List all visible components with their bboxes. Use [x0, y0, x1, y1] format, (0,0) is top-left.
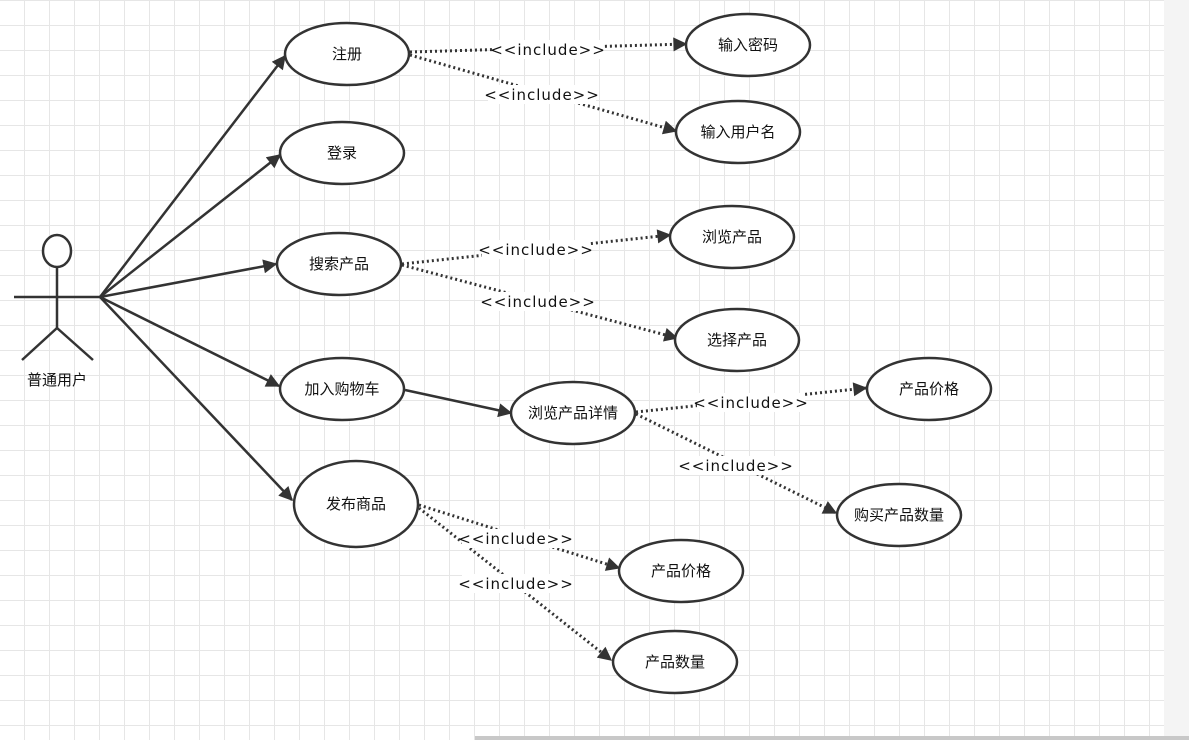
usecase-register[interactable]: 注册	[283, 21, 411, 87]
assoc-login	[99, 154, 282, 298]
assoc-publish	[99, 296, 293, 502]
usecase-product-quantity[interactable]: 产品数量	[611, 629, 739, 695]
associations	[99, 54, 513, 502]
usecase-publish-product[interactable]: 发布商品	[292, 459, 420, 549]
usecase-add-to-cart-label: 加入购物车	[304, 380, 379, 398]
include-label: <<include>>	[693, 394, 809, 412]
include-publish-quantity	[418, 506, 613, 662]
usecase-search-product[interactable]: 搜索产品	[275, 231, 403, 297]
usecase-browse-product-details-label: 浏览产品详情	[528, 404, 618, 422]
actor-right-leg	[56, 327, 94, 361]
usecase-purchase-quantity[interactable]: 购买产品数量	[835, 482, 963, 548]
assoc-cart-details	[404, 388, 513, 418]
usecase-product-price-2-label: 产品价格	[651, 562, 711, 580]
usecase-search-product-label: 搜索产品	[309, 255, 369, 273]
include-label: <<include>>	[484, 86, 600, 104]
usecase-browse-product-label: 浏览产品	[702, 228, 762, 246]
assoc-search	[99, 259, 278, 299]
include-label: <<include>>	[490, 41, 606, 59]
usecase-product-price-1[interactable]: 产品价格	[865, 356, 993, 422]
assoc-add-cart	[99, 295, 281, 388]
include-label: <<include>>	[478, 241, 594, 259]
include-label: <<include>>	[458, 575, 574, 593]
include-label: <<include>>	[480, 293, 596, 311]
usecase-product-price-2[interactable]: 产品价格	[617, 538, 745, 604]
include-labels: <<include>> <<include>> <<include>> <<in…	[458, 40, 809, 593]
include-register-username	[409, 53, 678, 135]
actor-left-leg	[21, 327, 58, 361]
usecase-browse-product-details[interactable]: 浏览产品详情	[509, 380, 637, 446]
use-cases: 注册 登录 搜索产品 加入购物车 发布商品 输入密码 输入用户名 浏览产品	[275, 12, 993, 695]
include-label: <<include>>	[458, 530, 574, 548]
usecase-enter-password[interactable]: 输入密码	[684, 12, 812, 78]
actor-label: 普通用户	[27, 371, 87, 389]
usecase-login-label: 登录	[327, 144, 357, 162]
actor-head	[41, 233, 73, 269]
usecase-product-price-1-label: 产品价格	[899, 380, 959, 398]
usecase-publish-product-label: 发布商品	[326, 495, 386, 513]
usecase-register-label: 注册	[332, 45, 362, 63]
usecase-purchase-quantity-label: 购买产品数量	[854, 506, 944, 524]
horizontal-scrollbar[interactable]	[475, 736, 1189, 740]
usecase-product-quantity-label: 产品数量	[645, 653, 705, 671]
usecase-add-to-cart[interactable]: 加入购物车	[278, 356, 406, 422]
usecase-login[interactable]: 登录	[278, 120, 406, 186]
usecase-enter-username[interactable]: 输入用户名	[674, 99, 802, 165]
usecase-select-product-label: 选择产品	[707, 331, 767, 349]
usecase-enter-password-label: 输入密码	[718, 36, 778, 54]
usecase-browse-product[interactable]: 浏览产品	[668, 204, 796, 270]
usecase-enter-username-label: 输入用户名	[700, 123, 775, 141]
actor-normal-user[interactable]: 普通用户	[14, 233, 100, 389]
use-case-diagram: 普通用户 <<include>> <<include>> <<include>>…	[14, 12, 993, 695]
include-register-password	[409, 37, 688, 54]
usecase-select-product[interactable]: 选择产品	[673, 307, 801, 373]
include-label: <<include>>	[678, 457, 794, 475]
canvas-right-gutter	[1164, 0, 1189, 740]
assoc-register	[99, 54, 286, 298]
